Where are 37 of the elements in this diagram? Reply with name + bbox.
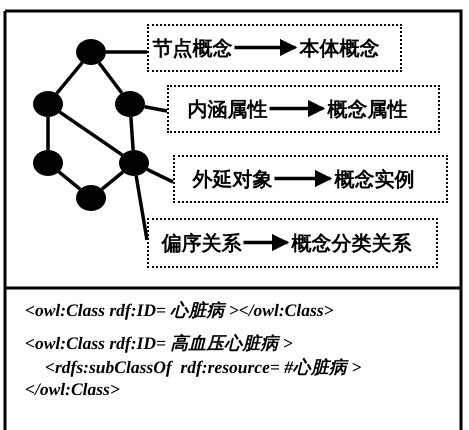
code-line: <rdfs:subClassOf rdf:resource= #心脏病 > (45, 357, 362, 377)
graph-vertex (115, 91, 145, 117)
dotted-box (173, 155, 448, 203)
graph-vertex (33, 91, 63, 117)
leader-line (106, 50, 147, 54)
concept-label: 内涵属性 (188, 96, 268, 120)
arrow (270, 100, 326, 118)
graph-vertex (76, 185, 106, 211)
code-line: <owl:Class rdf:ID= 高血压心脏病 > (25, 333, 293, 353)
dotted-box (147, 218, 438, 268)
graph-vertex (119, 150, 149, 176)
graph-edge (55, 61, 84, 95)
concept-label: 概念分类关系 (292, 230, 412, 254)
concept-label: 概念属性 (328, 96, 408, 120)
arrow (274, 170, 332, 188)
graph-edge (98, 62, 124, 94)
graph-edge (129, 116, 135, 150)
graph-edge (58, 110, 124, 156)
arrow (244, 234, 290, 252)
concept-label: 偏序关系 (162, 230, 242, 254)
leader-line (144, 105, 168, 113)
arrow (234, 38, 298, 56)
code-line: </owl:Class> (25, 379, 120, 399)
graph-vertex (33, 150, 63, 176)
leader-line (146, 168, 174, 184)
concept-label: 节点概念 (152, 36, 232, 60)
graph-vertex (76, 39, 106, 65)
dotted-box (167, 85, 440, 133)
graph-edge (58, 170, 82, 190)
concept-label: 外延对象 (192, 166, 272, 190)
graph-edge (100, 170, 124, 190)
concept-label: 本体概念 (300, 36, 380, 60)
concept-label: 概念实例 (334, 166, 414, 190)
code-line: <owl:Class rdf:ID= 心脏病 ></owl:Class> (25, 300, 334, 320)
graph-edge (46, 117, 50, 150)
leader-line (134, 176, 149, 240)
dotted-box (147, 24, 402, 72)
